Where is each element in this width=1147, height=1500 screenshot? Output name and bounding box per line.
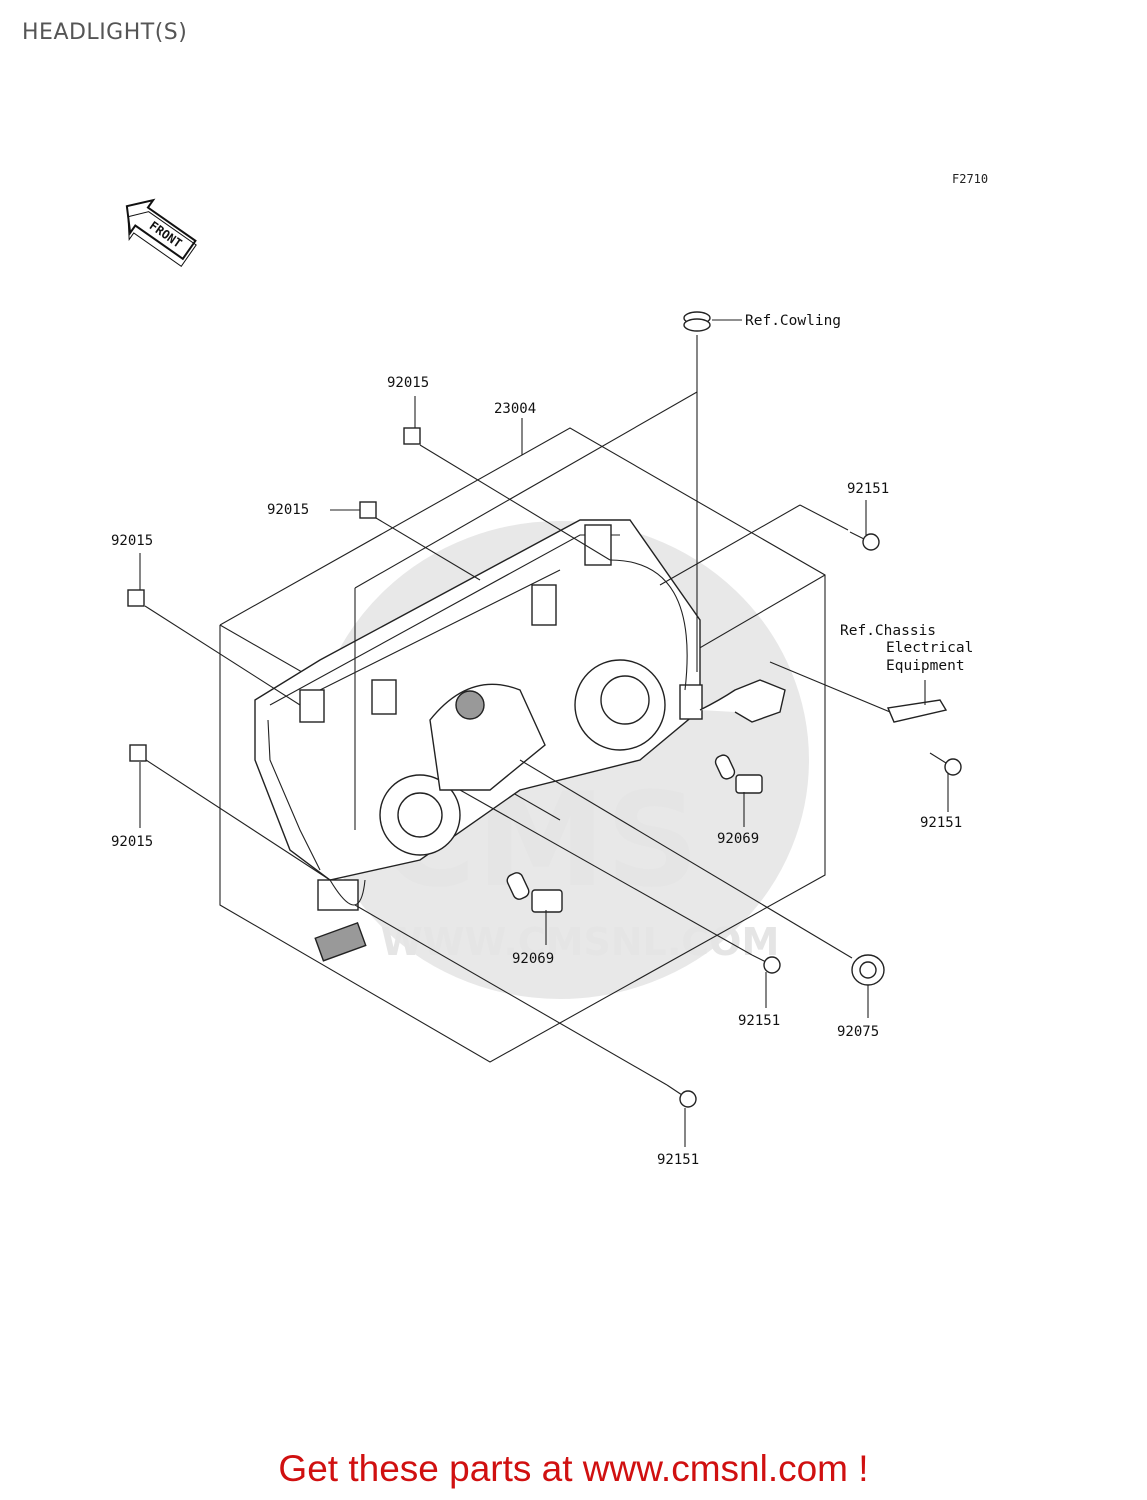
bulb-92069-icon bbox=[506, 872, 563, 913]
watermark-url: WWW.CMSNL.COM bbox=[381, 920, 780, 964]
cowling-grommet-icon bbox=[683, 311, 711, 332]
part-label-92151[interactable]: 92151 bbox=[847, 481, 889, 497]
part-label-92069[interactable]: 92069 bbox=[717, 831, 759, 847]
part-label-92015[interactable]: 92015 bbox=[267, 502, 309, 518]
screw-92151-icon bbox=[751, 954, 781, 974]
chassis-strap-icon bbox=[887, 680, 948, 723]
part-label-92015[interactable]: 92015 bbox=[111, 533, 153, 549]
part-label-92151[interactable]: 92151 bbox=[657, 1152, 699, 1168]
part-label-92151[interactable]: 92151 bbox=[920, 815, 962, 831]
screw-92151-icon bbox=[929, 752, 962, 776]
bulb-92069-icon bbox=[714, 754, 763, 794]
clip-92015-icon bbox=[127, 589, 145, 607]
figure-code: F2710 bbox=[952, 172, 989, 186]
front-direction-arrow: FRONT bbox=[125, 198, 197, 267]
ref-chassis-label: Electrical bbox=[886, 640, 973, 656]
ref-chassis-label: Equipment bbox=[886, 658, 965, 674]
ref-cowling-label: Ref.Cowling bbox=[745, 313, 841, 329]
screw-92151-icon bbox=[849, 531, 880, 551]
clip-92015-icon bbox=[129, 744, 147, 762]
part-label-92015[interactable]: 92015 bbox=[387, 375, 429, 391]
part-label-92151[interactable]: 92151 bbox=[738, 1013, 780, 1029]
screw-92151-icon bbox=[666, 1084, 697, 1108]
part-label-92075[interactable]: 92075 bbox=[837, 1024, 879, 1040]
parts-diagram: CMS WWW.CMSNL.COM FRONT bbox=[111, 198, 973, 1168]
clip-92015-icon bbox=[359, 501, 377, 519]
footer-cta-text[interactable]: Get these parts at www.cmsnl.com ! bbox=[278, 1448, 869, 1489]
part-label-92015[interactable]: 92015 bbox=[111, 834, 153, 850]
page-title: HEADLIGHT(S) bbox=[22, 20, 188, 45]
part-label-92069[interactable]: 92069 bbox=[512, 951, 554, 967]
ref-chassis-label: Ref.Chassis bbox=[840, 623, 936, 639]
part-label-23004[interactable]: 23004 bbox=[494, 401, 536, 417]
headlight-assembly-23004 bbox=[254, 519, 786, 962]
leader-lines bbox=[139, 319, 949, 1147]
cap-92075-icon bbox=[851, 954, 885, 986]
footer-cta-link[interactable]: Get these parts at www.cmsnl.com ! bbox=[0, 1448, 1147, 1490]
clip-92015-icon bbox=[403, 427, 421, 445]
